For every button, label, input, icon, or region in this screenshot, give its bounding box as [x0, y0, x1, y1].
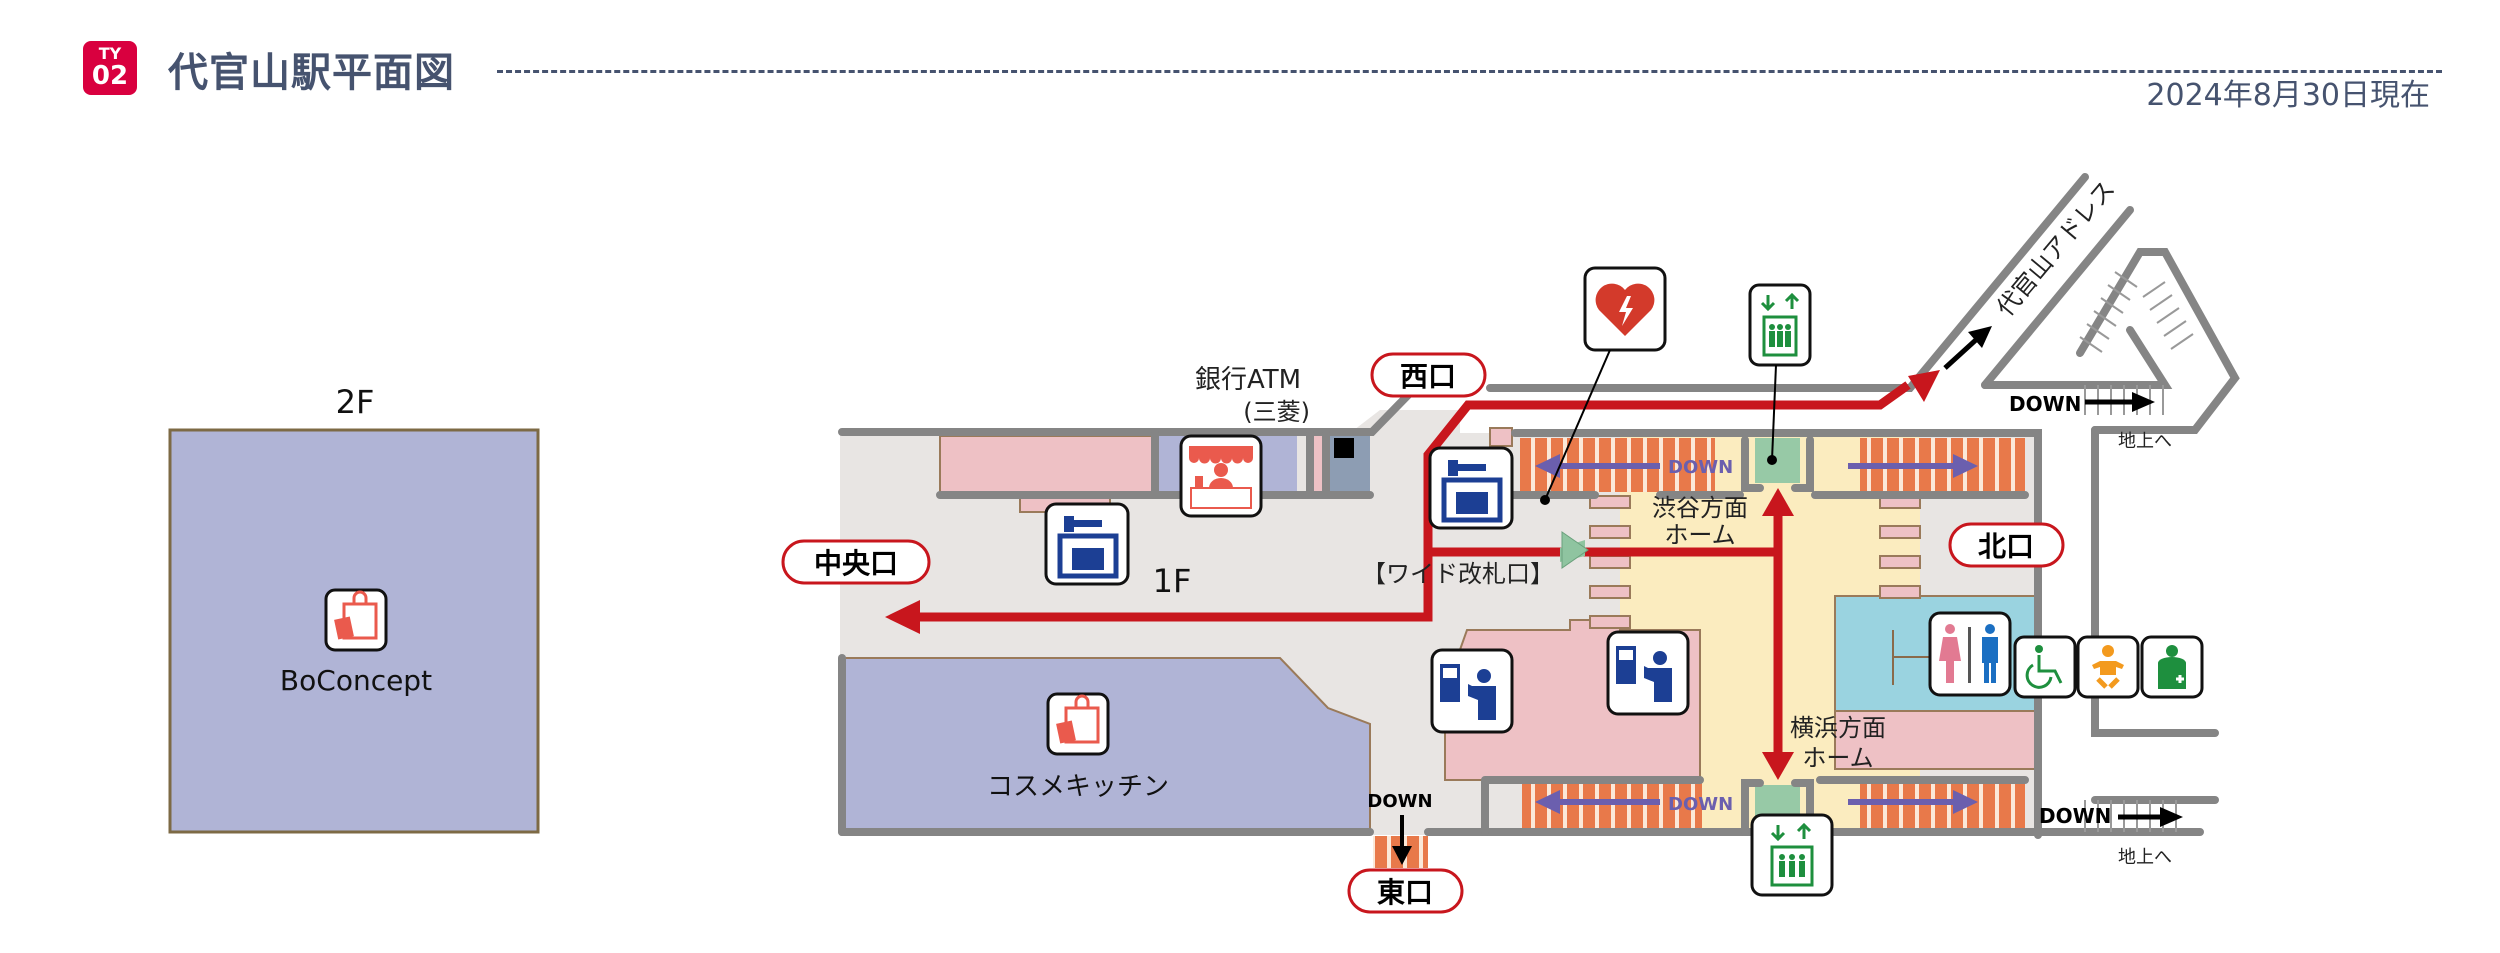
shop-kiosk-icon: [1179, 434, 1263, 518]
route-arrow-central: [885, 600, 920, 634]
aed-icon: [1583, 266, 1667, 352]
exit-north[interactable]: 北口: [1948, 522, 2065, 568]
exit-east-label: 東口: [1377, 876, 1433, 909]
floor-2f-label: 2F: [336, 383, 375, 421]
line-badge-number: 02: [91, 61, 129, 91]
restroom-icon: [1928, 611, 2012, 697]
coin-locker-icon: [1044, 502, 1130, 586]
route-arrow-northeast: [1908, 370, 1940, 402]
exit-west[interactable]: 西口: [1370, 352, 1487, 398]
elevator-icon: [1748, 283, 1812, 367]
to-ground-label-north: 地上へ: [2118, 431, 2172, 452]
atm-label: 銀行ATM: [1195, 365, 1301, 395]
platform-yokohama-label: 横浜方面: [1790, 714, 1886, 742]
date-label: 2024年8月30日現在: [2146, 78, 2430, 113]
walking-route: [915, 381, 1911, 760]
atm-marker: [1334, 438, 1354, 458]
ticket-machine-icon: [1430, 648, 1514, 734]
floor-1f-label: 1F: [1153, 562, 1192, 600]
stairs-yokohama-east: [1860, 782, 2025, 832]
to-ground-label-south: 地上へ: [2118, 847, 2172, 868]
platform-yokohama-label-2: ホーム: [1802, 744, 1873, 772]
floor-1f: DOWN DOWN DOWN 地上へ DOWN 地上へ DOWN 中央口 西口 …: [781, 173, 2240, 914]
shopping-bag-icon: [324, 588, 388, 652]
ticket-machine-icon: [1606, 630, 1690, 716]
coin-locker-icon: [1428, 446, 1514, 530]
elevator-shaft-north: [1755, 438, 1800, 483]
down-label-south-exit: DOWN: [2039, 804, 2111, 828]
address-direction-line: [1943, 336, 1980, 370]
line-badge-code: TY: [98, 44, 122, 63]
cosme-kitchen-label: コスメキッチン: [987, 772, 1169, 802]
escalator-down-label-south: DOWN: [1668, 794, 1733, 815]
cosme-shop-icon: [1046, 692, 1110, 756]
aed-pointer: [1544, 349, 1611, 501]
exit-east[interactable]: 東口: [1347, 868, 1464, 914]
exit-west-label: 西口: [1400, 360, 1456, 393]
address-direction-arrow: [1968, 326, 1992, 348]
platform-shibuya-label-2: ホーム: [1664, 521, 1735, 549]
page-title: 代官山駅平面図: [168, 50, 455, 96]
header-divider: [497, 70, 2442, 73]
page-header: TY 02 代官山駅平面図 2024年8月30日現在: [0, 0, 2500, 120]
atm-bank-label: (三菱): [1243, 398, 1310, 426]
ostomate-icon: [2140, 635, 2204, 699]
elevator-icon: [1750, 813, 1834, 897]
ticket-gate-label: 【ワイド改札口】: [1362, 560, 1554, 588]
escalator-arrows: [1535, 454, 1978, 814]
floor-2f: 2F BoConcept: [168, 383, 540, 834]
exit-north-label: 北口: [1978, 530, 2034, 563]
baby-changing-icon: [2076, 635, 2140, 699]
boconcept-label: BoConcept: [280, 664, 432, 697]
exit-central-label: 中央口: [814, 547, 898, 580]
line-badge: TY 02: [83, 41, 137, 95]
escalator-down-label-north: DOWN: [1668, 457, 1733, 478]
platform-shibuya-label: 渋谷方面: [1652, 494, 1748, 522]
elevator-pointer: [1771, 364, 1777, 461]
shop-area-pink: [939, 435, 1156, 495]
down-label-north-exit: DOWN: [2009, 392, 2081, 416]
route-arrow-south: [1762, 752, 1794, 780]
route-arrow-north: [1762, 488, 1794, 516]
exit-central[interactable]: 中央口: [781, 539, 931, 585]
down-label-east-exit: DOWN: [1367, 791, 1432, 812]
wheelchair-icon: [2013, 635, 2077, 699]
